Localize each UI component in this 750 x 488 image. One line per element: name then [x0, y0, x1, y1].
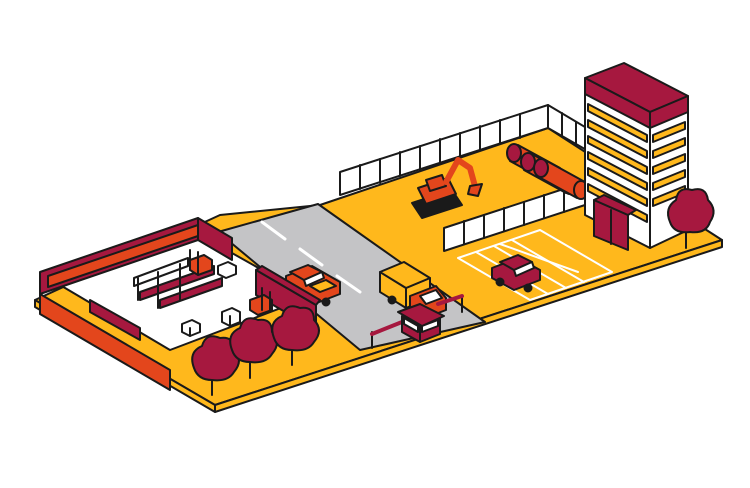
road-lane-marking	[298, 247, 324, 267]
pipe-stack-icon	[506, 143, 589, 200]
road-lane-marking	[260, 220, 287, 241]
tower-windows-right	[652, 121, 686, 207]
storage-box	[217, 261, 237, 279]
storage-box	[221, 307, 241, 327]
perimeter-fence	[339, 104, 591, 252]
car-icon	[491, 254, 541, 293]
warehouse-wall-front	[39, 293, 171, 391]
warehouse-wall-right-top	[255, 265, 321, 306]
tower-top-band-right	[649, 95, 689, 129]
excavator-bucket	[467, 183, 483, 197]
storage-box	[181, 319, 201, 337]
excavator-icon	[411, 157, 483, 219]
forklift-icon	[189, 249, 213, 276]
barrier-arm	[370, 320, 404, 336]
barrier-arm	[436, 294, 464, 306]
truck-cargo-top	[379, 261, 431, 289]
fence-posts	[359, 112, 577, 190]
pickup-bed	[309, 279, 337, 293]
forklift-icon	[249, 287, 273, 316]
excavator-cab	[425, 174, 447, 192]
tree-icon	[667, 188, 715, 249]
booth-window	[403, 317, 419, 333]
car-windshield	[513, 261, 535, 277]
truck-windshield	[419, 289, 443, 305]
pickup-window	[303, 271, 325, 287]
warehouse-wall-back-right	[197, 217, 233, 261]
boom-barrier-icon	[370, 294, 464, 349]
excavator-arm	[443, 157, 479, 193]
tower-entrance-roof	[593, 194, 637, 216]
guard-booth-icon	[397, 303, 445, 343]
booth-roof	[397, 303, 445, 327]
warehouse-partition	[89, 299, 141, 341]
tree-icon	[271, 305, 320, 366]
road-lane-marking	[335, 274, 362, 294]
